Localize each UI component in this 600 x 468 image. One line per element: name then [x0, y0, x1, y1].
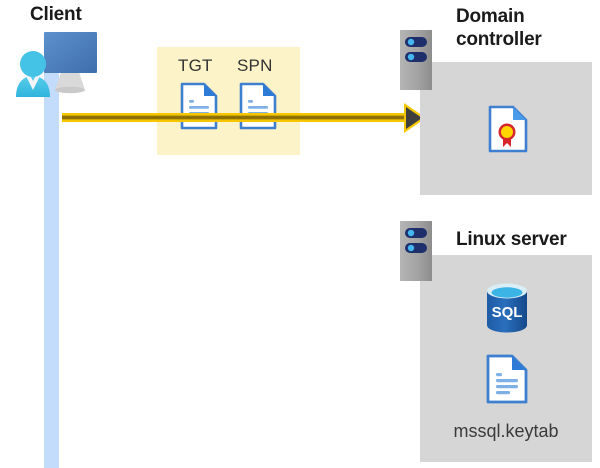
message-arrow-head-inner — [406, 107, 422, 129]
client-lifeline — [44, 62, 59, 468]
sql-database-icon: SQL — [484, 282, 530, 334]
client-label: Client — [30, 4, 82, 25]
domain-controller-label: Domain controller — [456, 6, 542, 50]
linux-server-rack-icon — [400, 221, 432, 281]
keytab-document-icon — [486, 354, 528, 404]
tgt-document-icon — [180, 82, 218, 130]
certificate-document-icon — [488, 105, 528, 153]
tgt-label: TGT — [178, 56, 213, 75]
spn-label: SPN — [237, 56, 273, 75]
domain-controller-server-rack-icon — [400, 30, 432, 90]
user-workstation-icon — [6, 28, 102, 98]
spn-document-icon — [239, 82, 277, 130]
linux-server-label: Linux server — [456, 229, 567, 250]
sql-icon-label: SQL — [492, 304, 523, 321]
message-arrow-line — [62, 113, 412, 122]
keytab-filename-label: mssql.keytab — [453, 421, 559, 441]
